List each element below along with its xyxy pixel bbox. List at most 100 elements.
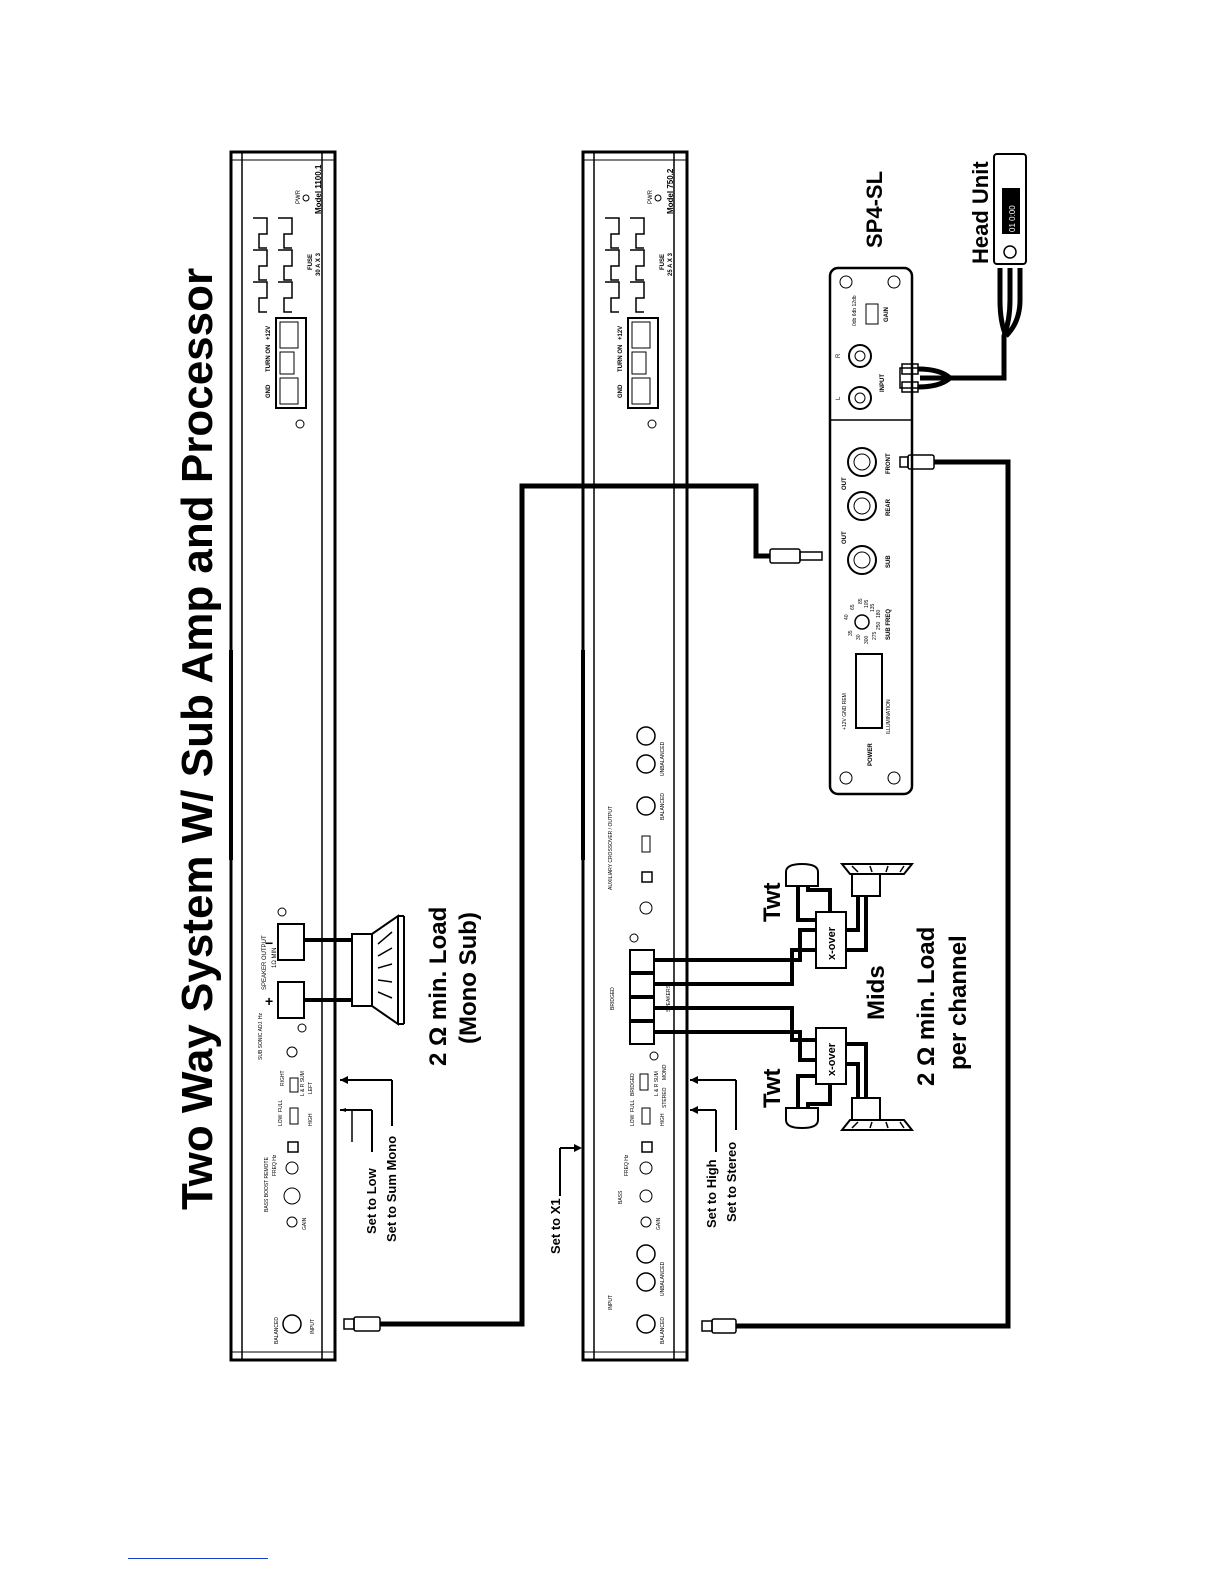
sub-bassboost-knob[interactable] bbox=[283, 1187, 301, 1205]
amp2-full-label: FULL bbox=[630, 1100, 636, 1112]
sub-sonic-label: SUB SONIC ADJ. Hz bbox=[258, 1013, 264, 1060]
amp2-mode-switch[interactable] bbox=[639, 1073, 649, 1091]
sp4-sub-label: SUB bbox=[886, 555, 892, 568]
amp2-lrsum-label: L & R SUM bbox=[654, 1071, 660, 1096]
sub-speaker-wire bbox=[304, 938, 352, 1002]
amp2-speaker-terminals bbox=[629, 933, 659, 1061]
amp2-input-l-jack bbox=[636, 1272, 656, 1292]
amp2-gain-label: GAIN bbox=[656, 1217, 662, 1230]
sub-freq-label: FREQ Hz bbox=[272, 1154, 278, 1176]
screw-icon bbox=[887, 275, 901, 289]
head-unit-cable bbox=[920, 268, 1013, 381]
xover-bottom-label: x-over bbox=[826, 1042, 838, 1076]
amp2-aux-remote-jack bbox=[641, 871, 653, 883]
sp4-power-connector bbox=[855, 653, 883, 729]
fuse-block bbox=[253, 217, 293, 313]
amp2-speakers-label: SPEAKERS bbox=[666, 984, 672, 1012]
sp4-gain-switch[interactable] bbox=[865, 303, 879, 325]
amp2-aux-l-jack bbox=[636, 754, 656, 774]
sub-left-label: LEFT bbox=[308, 1082, 314, 1094]
sp4-freq-300: 300 bbox=[864, 635, 870, 644]
amp2-model-label: Model 750.2 bbox=[666, 168, 675, 214]
sub-min-load-label: 1Ω MIN bbox=[272, 948, 278, 969]
amp2-aux-freq-knob[interactable] bbox=[639, 901, 653, 915]
sp4-freq-85: 85 bbox=[858, 598, 864, 604]
head-unit-knob[interactable] bbox=[1003, 245, 1017, 259]
mid-speaker-bottom-icon bbox=[839, 1097, 915, 1131]
amp2-screw-icon bbox=[647, 419, 657, 429]
amp2-pwr-label: PWR bbox=[648, 189, 654, 204]
amp2-input-unbalanced-label: UNBALANCED bbox=[660, 1261, 666, 1296]
y-splitter bbox=[997, 268, 1023, 338]
amp2-bass-label: BASS bbox=[618, 1190, 624, 1204]
tweeter-top-label: Twt bbox=[759, 882, 786, 922]
sub-full-label: FULL bbox=[278, 1100, 284, 1112]
xover-top-label: x-over bbox=[826, 926, 838, 960]
sub-amplifier: FUSE 30 A X 3 Model 1100.1 PWR GND TURN … bbox=[229, 150, 337, 1362]
sub-gain-label: GAIN bbox=[302, 1217, 308, 1230]
amp2-mono-label: MONO bbox=[662, 1064, 668, 1080]
fuse-block bbox=[605, 217, 645, 313]
diagram-title: Two Way System W/ Sub Amp and Processor bbox=[173, 268, 222, 1210]
sub-high-label: HIGH bbox=[308, 1113, 314, 1126]
sub-12v-label: +12V bbox=[266, 326, 272, 340]
sp4-gain-steps: 0db 6db 12db bbox=[852, 295, 858, 326]
sub-input-label: INPUT bbox=[310, 1319, 316, 1334]
amp2-12v-label: +12V bbox=[618, 326, 624, 340]
amp2-aux-r-jack bbox=[636, 726, 656, 746]
sp4-freq-105: 105 bbox=[864, 599, 870, 608]
screw-icon bbox=[839, 275, 853, 289]
sp4-input-label: INPUT bbox=[880, 374, 886, 392]
amp2-input-label: INPUT bbox=[608, 1295, 614, 1310]
processor-name: SP4-SL bbox=[862, 171, 887, 248]
sub-freq-knob[interactable] bbox=[285, 1161, 299, 1175]
amp2-bridged-label: BRIDGED bbox=[610, 987, 616, 1010]
sub-minus-label: − bbox=[265, 935, 273, 951]
sp4-r-label: R bbox=[836, 353, 842, 358]
sub-turnon-label: TURN ON bbox=[266, 345, 272, 372]
amp2-fuse-rating: 25 A X 3 bbox=[668, 252, 674, 276]
amp2-low-label: LOW bbox=[630, 1114, 636, 1126]
head-unit-display bbox=[1002, 188, 1020, 234]
set-x1-label: Set to X1 bbox=[548, 1198, 563, 1254]
amp2-bass-knob[interactable] bbox=[639, 1189, 653, 1203]
screw-icon bbox=[887, 771, 901, 785]
amp2-balanced-jack bbox=[636, 1314, 656, 1334]
sub-freq-knob[interactable] bbox=[854, 614, 870, 630]
head-unit-label: Head Unit bbox=[968, 161, 993, 264]
amp2-balanced-label: BALANCED bbox=[660, 1317, 666, 1344]
mid-speaker-top-icon bbox=[839, 863, 915, 897]
sub-sum-switch[interactable] bbox=[289, 1077, 299, 1093]
mids-label: Mids bbox=[863, 965, 890, 1020]
amp2-freq-label: FREQ Hz bbox=[624, 1154, 630, 1176]
sub-crossover-switch[interactable] bbox=[289, 1107, 299, 1125]
sub-fuse-rating: 30 A X 3 bbox=[316, 252, 322, 276]
sp4-front-label: FRONT bbox=[886, 453, 892, 474]
sub-bassboost-label: BASS BOOST REMOTE bbox=[264, 1156, 270, 1212]
amp2-input-r-jack bbox=[636, 1244, 656, 1264]
amp2-high-label: HIGH bbox=[660, 1113, 666, 1126]
sub-gain-knob[interactable] bbox=[286, 1216, 298, 1228]
sub-sonic-knob[interactable] bbox=[286, 1046, 298, 1058]
xover-bottom-box bbox=[815, 1027, 847, 1085]
amp2-aux-switch[interactable] bbox=[641, 835, 651, 853]
amp2-stereo-label: STEREO bbox=[662, 1087, 668, 1108]
amp2-crossover-switch[interactable] bbox=[641, 1107, 651, 1125]
sp4-subfreq-label: SUB FREQ bbox=[886, 609, 892, 640]
amp2-gain-knob[interactable] bbox=[640, 1216, 652, 1228]
head-unit-display-text: 01 0:00 bbox=[1008, 205, 1017, 232]
sub-load-line2: (Mono Sub) bbox=[455, 912, 482, 1044]
sub-model-label: Model 1100.1 bbox=[314, 164, 323, 214]
sub-pwr-led bbox=[302, 194, 310, 202]
two-channel-amplifier: FUSE 25 A X 3 Model 750.2 PWR GND TURN O… bbox=[581, 150, 689, 1362]
set-sum-mono-label: Set to Sum Mono bbox=[384, 1136, 399, 1242]
sub-plus-label: + bbox=[265, 993, 273, 1009]
amp2-freq-knob[interactable] bbox=[639, 1161, 653, 1175]
head-unit: 01 0:00 bbox=[993, 153, 1027, 265]
sub-right-label: RIGHT bbox=[280, 1070, 286, 1086]
amp2-power-terminal bbox=[627, 317, 659, 409]
sub-signal-cable bbox=[380, 483, 770, 1327]
rca-input-l-jack bbox=[848, 386, 872, 410]
amp2-aux-balanced-label: BALANCED bbox=[660, 793, 666, 820]
